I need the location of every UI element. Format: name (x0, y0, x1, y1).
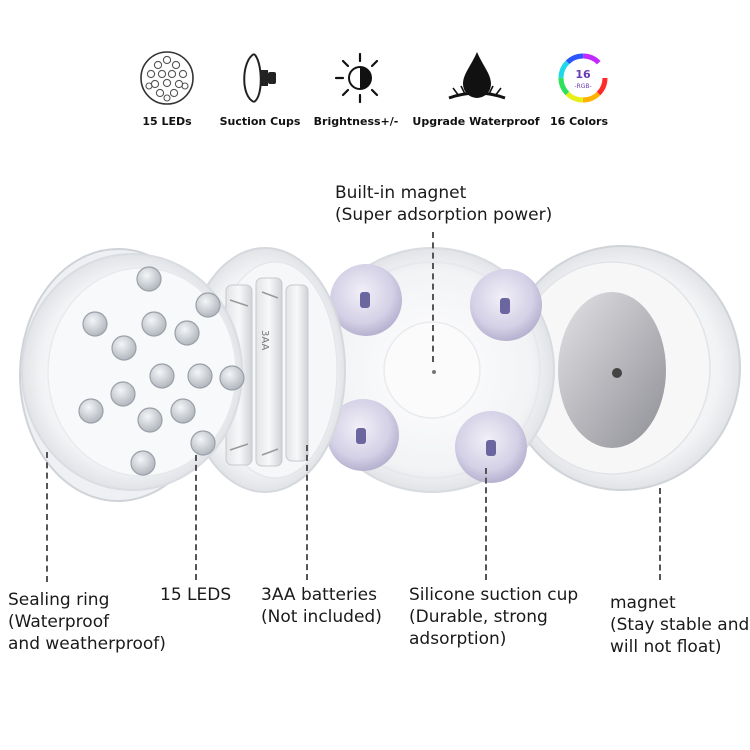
feature-label-waterproof: Upgrade Waterproof (412, 115, 540, 128)
annotation-line: (Waterproof (8, 612, 110, 632)
magnet-cover (503, 245, 741, 491)
annotation-line: magnet (610, 593, 676, 613)
feature-label-brightness: Brightness+/- (313, 115, 399, 128)
leader-line-suction-cup (485, 468, 487, 580)
suction-cup (330, 264, 402, 336)
waterproof-drop-icon (447, 48, 507, 108)
annotation-line: (Durable, strong (409, 607, 548, 627)
feature-label-colors: 16 Colors (549, 115, 609, 128)
annotation-line: 3AA batteries (261, 585, 377, 605)
suction-cup (455, 411, 527, 483)
leader-line-leds (195, 455, 197, 580)
led-array (78, 266, 245, 476)
base-plate (309, 247, 555, 493)
battery-text: 3AA (259, 330, 270, 350)
annotation-magnet: magnet (Stay stable and will not float) (610, 592, 749, 658)
leader-line-sealing-ring (46, 452, 48, 582)
leader-line-magnet (659, 488, 661, 580)
annotation-sealing-ring: Sealing ring (Waterproof and weatherproo… (8, 589, 166, 655)
annotation-leds: 15 LEDS (160, 584, 231, 606)
annotation-line: will not float) (610, 637, 722, 657)
color-ring-rgb: -RGB- (574, 83, 591, 90)
annotation-line: (Stay stable and (610, 615, 750, 635)
suction-cups (327, 264, 542, 483)
suction-cup (327, 399, 399, 471)
led-grid-icon (137, 48, 197, 108)
led-lens-front (19, 248, 245, 502)
color-ring-icon: 16 -RGB- (553, 48, 613, 108)
suction-cup-icon (232, 48, 292, 108)
leader-line-magnet-top (432, 232, 434, 362)
leader-line-batteries (306, 445, 308, 580)
annotation-suction-cup: Silicone suction cup (Durable, strong ad… (409, 584, 578, 650)
feature-label-suction: Suction Cups (219, 115, 301, 128)
annotation-line: (Super adsorption power) (335, 205, 553, 225)
annotation-line: Sealing ring (8, 590, 110, 610)
annotation-line: adsorption) (409, 629, 507, 649)
annotation-line: Silicone suction cup (409, 585, 579, 605)
annotation-line: (Not included) (261, 607, 382, 627)
color-ring-number: 16 (575, 68, 591, 81)
feature-label-leds: 15 LEDs (142, 115, 192, 128)
feature-bar: 16 -RGB- 15 LEDs Suction Cups Brightness… (0, 0, 750, 150)
annotation-line: Built-in magnet (335, 183, 467, 203)
annotation-batteries: 3AA batteries (Not included) (261, 584, 382, 628)
annotation-line: and weatherproof) (8, 634, 166, 654)
magnet-plate (558, 292, 666, 448)
suction-cup (470, 269, 542, 341)
brightness-icon (328, 48, 388, 108)
annotation-built-in-magnet: Built-in magnet (Super adsorption power) (335, 182, 552, 226)
annotation-line: 15 LEDS (160, 585, 232, 605)
